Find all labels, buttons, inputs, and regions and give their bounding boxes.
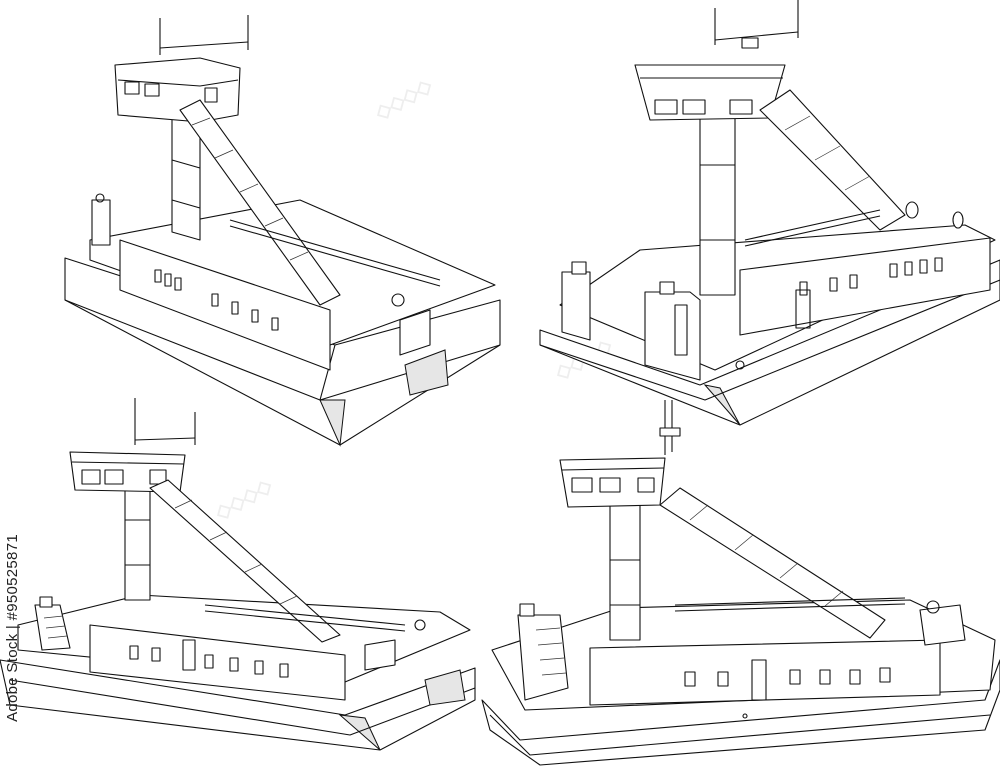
svg-text:◇◇◇◇: ◇◇◇◇ [371,74,437,125]
view-bottom-left [0,398,476,751]
stock-id-label: Adobe Stock | #950525871 [4,534,21,722]
view-bottom-right [481,400,1000,766]
view-top-right [539,0,1000,426]
view-top-left [64,15,501,447]
svg-text:◇◇◇◇: ◇◇◇◇ [211,474,277,525]
